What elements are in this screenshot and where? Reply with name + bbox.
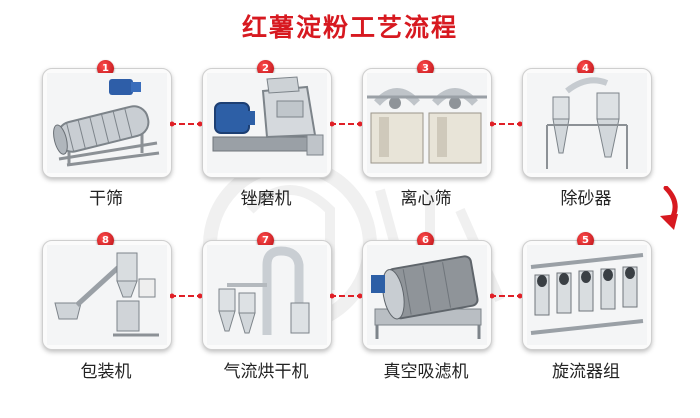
vacuum-filter-image bbox=[367, 245, 487, 345]
step-label-3: 离心筛 bbox=[400, 189, 452, 209]
step-label-6: 真空吸滤机 bbox=[383, 362, 469, 382]
connector-2-3 bbox=[330, 118, 362, 130]
step-number-badge: 2 bbox=[257, 60, 274, 77]
packing-machine-image bbox=[47, 245, 167, 345]
step-label-7: 气流烘干机 bbox=[223, 362, 309, 382]
step-label-4: 除砂器 bbox=[560, 189, 612, 209]
desander-image bbox=[527, 73, 647, 173]
connector-7-6 bbox=[330, 290, 362, 302]
step-card-6: 6 bbox=[362, 232, 492, 350]
step-number-badge: 4 bbox=[577, 60, 594, 77]
connector-8-7 bbox=[170, 290, 202, 302]
step-number-badge: 5 bbox=[577, 232, 594, 249]
step-number-badge: 6 bbox=[417, 232, 434, 249]
connector-3-4 bbox=[490, 118, 522, 130]
connector-1-2 bbox=[170, 118, 202, 130]
rasp-machine-image bbox=[207, 73, 327, 173]
step-card-5: 5 bbox=[522, 232, 652, 350]
step-number-badge: 3 bbox=[417, 60, 434, 77]
diagram-title: 红薯淀粉工艺流程 bbox=[241, 13, 458, 42]
step-label-2: 锉磨机 bbox=[240, 189, 292, 209]
step-card-1: 1 bbox=[42, 60, 172, 178]
centrifugal-sieve-image bbox=[367, 73, 487, 173]
step-card-3: 3 bbox=[362, 60, 492, 178]
connector-6-5 bbox=[490, 290, 522, 302]
step-label-1: 干筛 bbox=[89, 189, 123, 209]
step-number-badge: 8 bbox=[97, 232, 114, 249]
step-card-7: 7 bbox=[202, 232, 332, 350]
step-number-badge: 7 bbox=[257, 232, 274, 249]
flash-dryer-image bbox=[207, 245, 327, 345]
step-card-2: 2 bbox=[202, 60, 332, 178]
step-card-8: 8 bbox=[42, 232, 172, 350]
step-number-badge: 1 bbox=[97, 60, 114, 77]
step-label-8: 包装机 bbox=[80, 362, 132, 382]
hydrocyclone-station-image bbox=[527, 245, 647, 345]
dry-sieve-image bbox=[47, 73, 167, 173]
step-label-5: 旋流器组 bbox=[552, 362, 620, 382]
curved-arrow-icon bbox=[660, 186, 678, 230]
step-card-4: 4 bbox=[522, 60, 652, 178]
